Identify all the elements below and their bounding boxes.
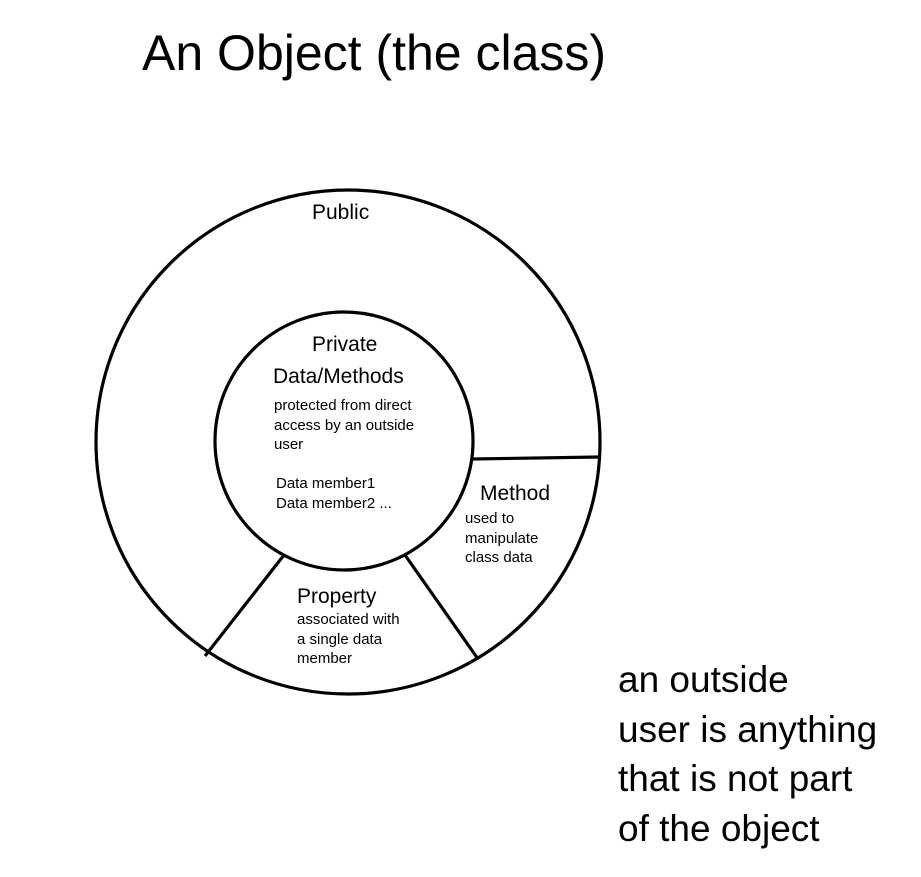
method-description-line: used to (465, 510, 515, 527)
property-description-line: a single data (297, 630, 383, 648)
private-description-line: user (274, 436, 304, 453)
public-label: Public (312, 201, 370, 224)
property-label: Property (297, 585, 377, 608)
method-description: used to manipulate class data (465, 509, 538, 568)
data-member-item: Data member1 (276, 475, 376, 492)
outside-user-note: an outside user is anything that is not … (618, 655, 877, 853)
private-description: protected from direct access by an outsi… (274, 396, 414, 455)
property-description-line: member (297, 650, 353, 667)
property-divider-left (203, 554, 286, 657)
method-description-line: class data (465, 549, 533, 566)
property-description: associated with a single data member (297, 610, 400, 669)
note-line: an outside (618, 659, 789, 700)
private-label: Private (312, 333, 378, 356)
public-outer-circle (94, 188, 602, 696)
data-methods-label: Data/Methods (273, 365, 404, 388)
data-member-item: Data member2 ... (276, 494, 392, 512)
note-line: of the object (618, 807, 820, 849)
method-property-divider (403, 554, 480, 660)
diagram-title: An Object (the class) (142, 25, 607, 81)
method-label: Method (480, 482, 551, 505)
note-line: user is anything (618, 708, 878, 750)
private-inner-circle (213, 310, 475, 572)
private-description-line: access by an outside (274, 416, 415, 434)
note-line: that is not part (618, 758, 853, 799)
property-description-line: associated with (297, 611, 400, 628)
method-description-line: manipulate (465, 529, 539, 547)
method-divider-top (471, 455, 600, 461)
private-members: Data member1 Data member2 ... (276, 474, 392, 513)
private-description-line: protected from direct (274, 397, 412, 414)
